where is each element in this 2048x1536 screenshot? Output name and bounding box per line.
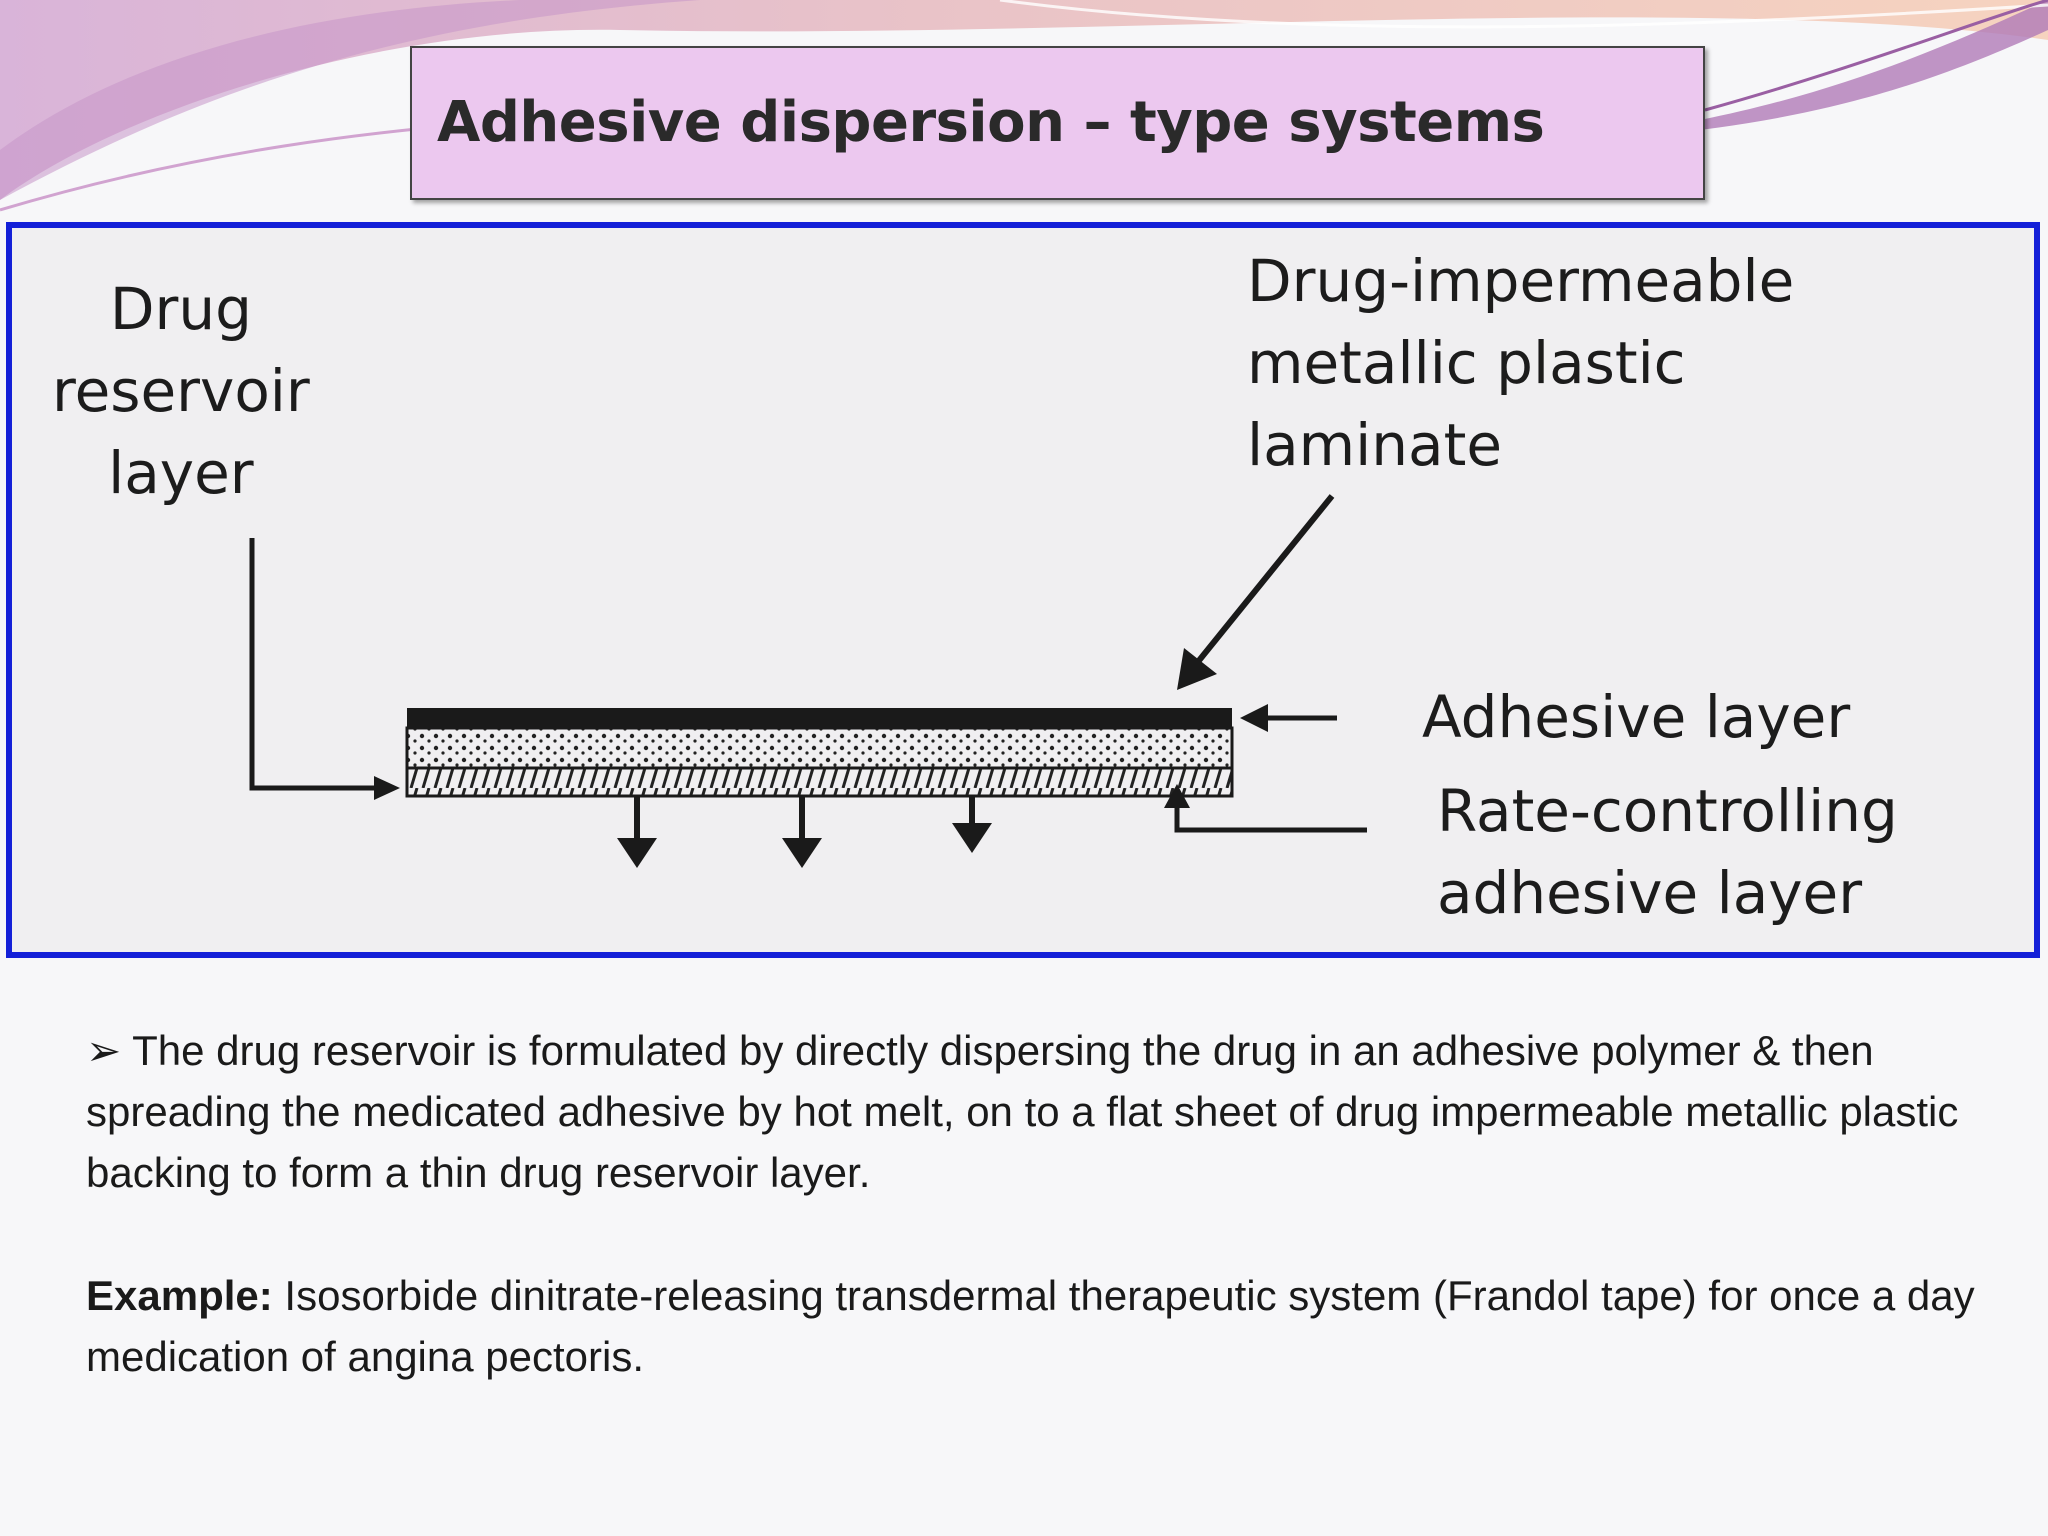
rate-controlling-layer [405,766,1234,798]
header-decoration [0,0,2048,212]
label-drug-reservoir: Drug reservoir layer [52,275,310,507]
patch-diagram: Drug reservoir layer Drug-impermeable me… [6,222,2040,958]
description-text: The drug reservoir is formulated by dire… [86,1027,1959,1196]
drug-release-arrows [617,796,992,868]
slide-title: Adhesive dispersion – type systems [437,90,1545,155]
example-paragraph: Example: Isosorbide dinitrate-releasing … [86,1265,2006,1387]
bullet-arrow-icon: ➢ [86,1027,122,1074]
slide-body: ➢ The drug reservoir is formulated by di… [86,1020,2006,1387]
example-label: Example: [86,1272,273,1319]
label-rate-controlling: Rate-controlling adhesive layer [1437,777,1898,927]
backing-laminate [407,708,1232,728]
description-paragraph: ➢ The drug reservoir is formulated by di… [86,1020,2006,1203]
example-text: Isosorbide dinitrate-releasing transderm… [86,1272,1975,1380]
label-adhesive-layer: Adhesive layer [1422,683,1851,751]
drug-reservoir-layer [405,726,1234,770]
slide-title-box: Adhesive dispersion – type systems [410,46,1705,200]
label-backing-laminate: Drug-impermeable metallic plastic lamina… [1247,247,1795,479]
patch-drawing [249,494,1367,868]
